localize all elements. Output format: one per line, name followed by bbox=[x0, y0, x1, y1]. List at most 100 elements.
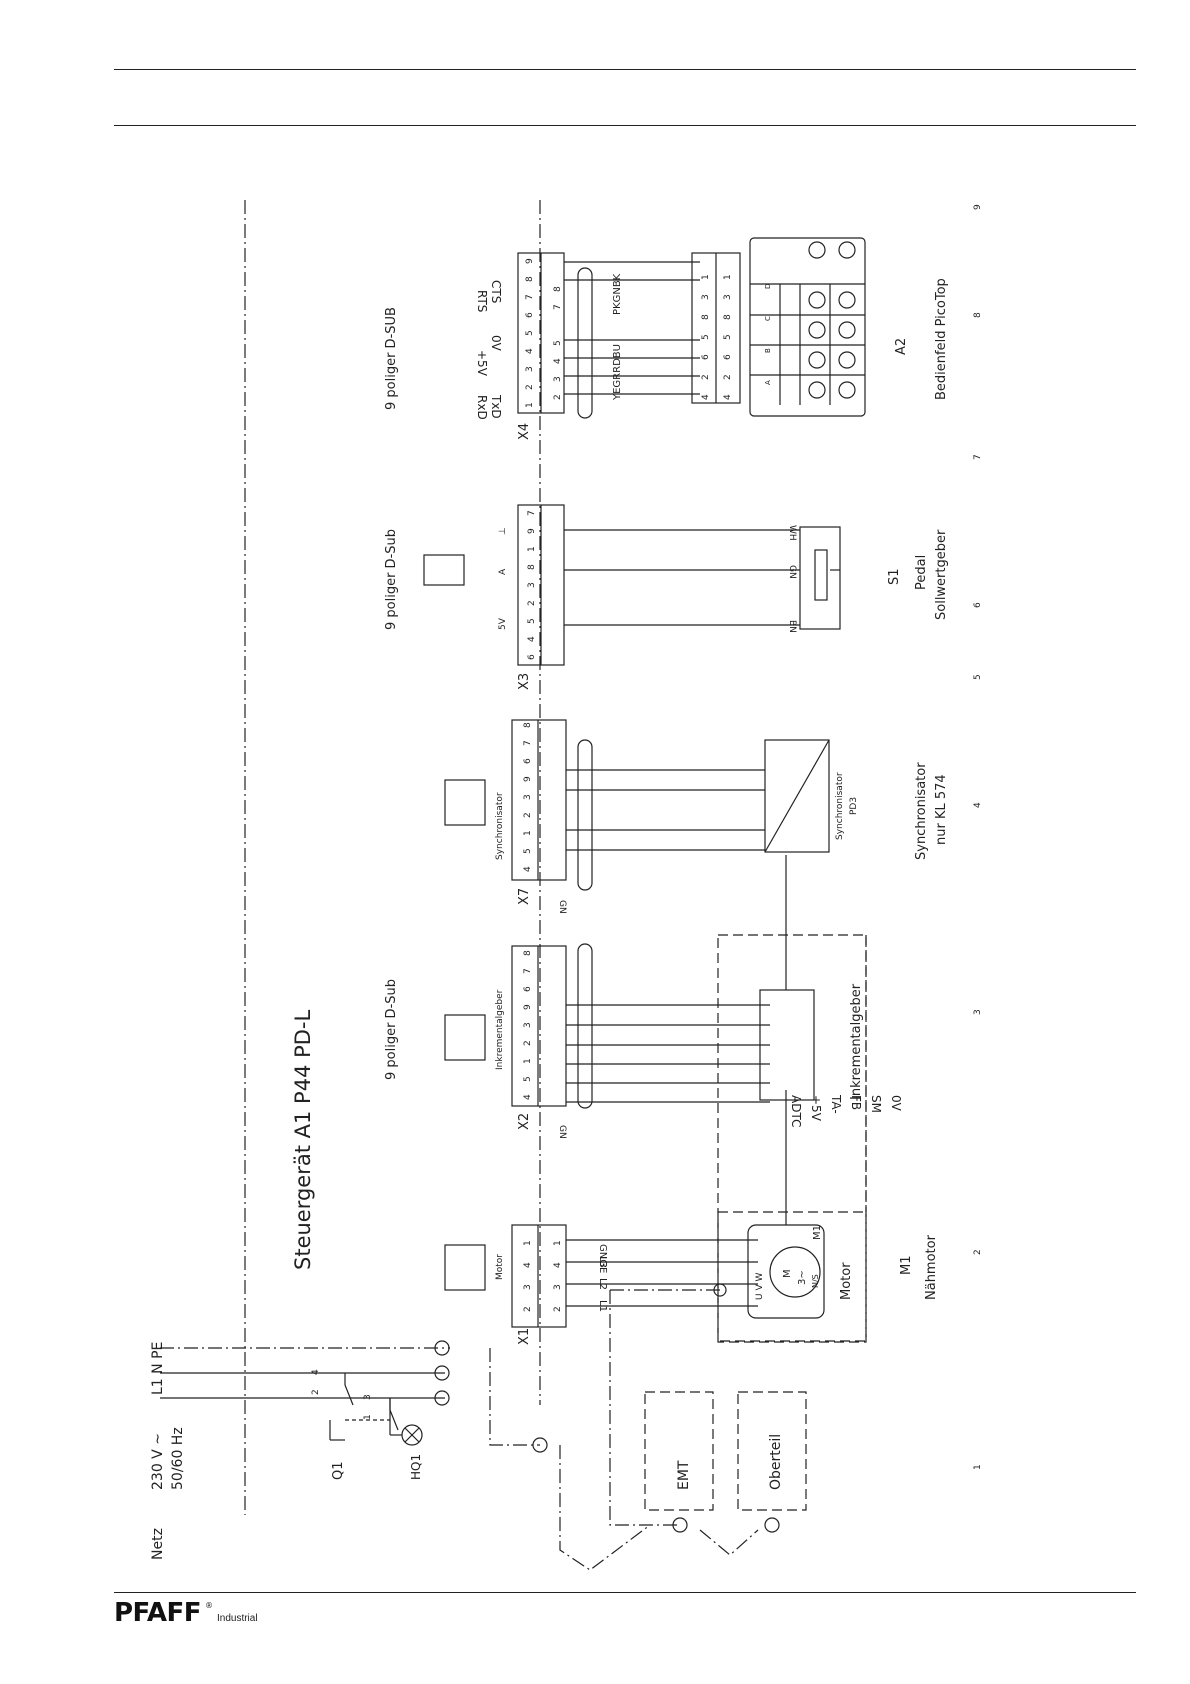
x4-pin-7: 7 bbox=[525, 294, 535, 300]
x3-wire-2: GN bbox=[787, 565, 797, 579]
x2-pin-3: 1 bbox=[523, 1058, 533, 1064]
x4-lower-pin-4: 5 bbox=[553, 340, 563, 346]
x1-pin-left-4: 1 bbox=[523, 1240, 533, 1246]
encoder-icon bbox=[444, 1014, 486, 1061]
sync-caption-sub: nur KL 574 bbox=[934, 774, 949, 845]
mains-lines-label: L1 N PE bbox=[150, 1342, 166, 1395]
x2-pin-1: 4 bbox=[523, 1094, 533, 1100]
encoder-signal-5: SM bbox=[869, 1095, 883, 1113]
a2-upper-pin-2: 2 bbox=[701, 374, 711, 380]
zone-2: 2 bbox=[973, 1249, 983, 1255]
x4-lower-pin-2: 3 bbox=[553, 376, 563, 382]
switch-pin-3: 1 bbox=[363, 1414, 373, 1420]
x1-wire-2: L2 bbox=[597, 1278, 608, 1290]
encoder-signal-3: TA- bbox=[829, 1094, 843, 1114]
a2-column-2: B bbox=[764, 348, 772, 353]
encoder-label: Inkrementalgeber bbox=[849, 983, 864, 1100]
x3-pin-2: 4 bbox=[527, 636, 537, 642]
x7-pin-1: 4 bbox=[523, 866, 533, 872]
title-label: Steuergerät A1 P44 PD-L bbox=[291, 1009, 315, 1270]
zone-1: 1 bbox=[973, 1464, 983, 1470]
x3-pin-3: 5 bbox=[527, 618, 537, 624]
x2-pin-5: 3 bbox=[523, 1022, 533, 1028]
x1-label: X1 bbox=[517, 1328, 532, 1345]
x7-name: Synchronisator bbox=[495, 792, 505, 860]
x7-pin-6: 9 bbox=[523, 776, 533, 782]
synchronizer-box bbox=[764, 739, 830, 853]
s1-caption: Pedal bbox=[914, 555, 929, 590]
x1-wire-4: GNGE bbox=[597, 1244, 608, 1273]
x2-pin-2: 5 bbox=[523, 1076, 533, 1082]
oberteil-box bbox=[737, 1391, 807, 1511]
x1-pin-right-2: 3 bbox=[553, 1284, 563, 1290]
connector-x1 bbox=[511, 1224, 567, 1328]
netz-label: Netz bbox=[150, 1528, 166, 1560]
x1-pin-right-4: 1 bbox=[553, 1240, 563, 1246]
x4-wires-group-2: PKGNBK bbox=[612, 273, 623, 315]
x4-signal-6: CTS bbox=[489, 280, 503, 303]
x2-pin-4: 2 bbox=[523, 1040, 533, 1046]
connector-x7 bbox=[511, 719, 567, 881]
m1-symbol-m: M bbox=[782, 1269, 793, 1278]
header-rule-top bbox=[114, 69, 1136, 70]
x4-pin-8: 8 bbox=[525, 276, 535, 282]
brand-sub: Industrial bbox=[216, 1613, 258, 1624]
s1-caption-sub: Sollwertgeber bbox=[934, 529, 949, 620]
x4-pin-1: 1 bbox=[525, 402, 535, 408]
a2-upper-pin-6: 3 bbox=[701, 294, 711, 300]
a2-lower-pin-7: 1 bbox=[723, 274, 733, 280]
encoder-box bbox=[759, 989, 815, 1101]
terminal-l1 bbox=[434, 1390, 450, 1406]
a2-lower-pin-4: 5 bbox=[723, 334, 733, 340]
a2-upper-pin-7: 1 bbox=[701, 274, 711, 280]
m1-terminals: U V W bbox=[755, 1273, 765, 1300]
zone-3: 3 bbox=[973, 1009, 983, 1015]
zone-6: 6 bbox=[973, 602, 983, 608]
x4-signal-4: 0V bbox=[489, 335, 503, 352]
x1-pin-right-3: 4 bbox=[553, 1262, 563, 1268]
x1-wire-1: L1 bbox=[597, 1300, 608, 1312]
header-rule-bottom bbox=[114, 125, 1136, 126]
encoder-signal-6: 0V bbox=[889, 1095, 903, 1112]
x2-pin-6: 9 bbox=[523, 1004, 533, 1010]
x4-pin-9: 9 bbox=[525, 258, 535, 264]
x4-lower-pin-6: 8 bbox=[553, 286, 563, 292]
a2-caption: Bedienfeld PicoTop bbox=[934, 278, 949, 400]
q1-label: Q1 bbox=[331, 1461, 346, 1480]
x2-label: X2 bbox=[517, 1113, 532, 1130]
x4-lower-pin-3: 4 bbox=[553, 358, 563, 364]
x4-pin-2: 2 bbox=[525, 384, 535, 390]
x4-signal-3: +5V bbox=[475, 350, 489, 377]
x4-signal-1: RxD bbox=[475, 395, 489, 420]
pedal-s1 bbox=[799, 526, 841, 630]
x7-pin-4: 2 bbox=[523, 812, 533, 818]
x1-wire-3: L3 bbox=[597, 1256, 608, 1268]
panel-a2 bbox=[749, 237, 866, 417]
a2-column-4: D bbox=[764, 284, 772, 289]
m1-tag: M1 bbox=[812, 1225, 823, 1240]
zone-7: 7 bbox=[973, 454, 983, 460]
x4-signal-2: TxD bbox=[489, 394, 503, 419]
zone-8: 8 bbox=[973, 312, 983, 318]
x4-signal-5: RTS bbox=[475, 290, 489, 312]
zone-4: 4 bbox=[973, 802, 983, 808]
connector-x2 bbox=[511, 945, 567, 1107]
switch-pin-1: 2 bbox=[311, 1389, 321, 1395]
x3-pin-9: 7 bbox=[527, 510, 537, 516]
zone-5: 5 bbox=[973, 674, 983, 680]
x1-pin-right-1: 2 bbox=[553, 1306, 563, 1312]
x7-label: X7 bbox=[517, 888, 532, 905]
sync-label: Synchronisator bbox=[835, 772, 845, 840]
emt-label: EMT bbox=[676, 1460, 692, 1490]
x2-shield: GN bbox=[557, 1125, 567, 1139]
x3-wire-3: WH bbox=[787, 525, 797, 541]
x4-connector: 9 poliger D-SUB bbox=[384, 307, 399, 410]
a2-upper-pin-1: 4 bbox=[701, 394, 711, 400]
x3-pin-1: 6 bbox=[527, 654, 537, 660]
switch-pin-2: 4 bbox=[311, 1369, 321, 1375]
a2-upper-pin-3: 6 bbox=[701, 354, 711, 360]
terminal-n bbox=[434, 1365, 450, 1381]
x2-pin-7: 6 bbox=[523, 986, 533, 992]
x3-pin-5: 3 bbox=[527, 582, 537, 588]
